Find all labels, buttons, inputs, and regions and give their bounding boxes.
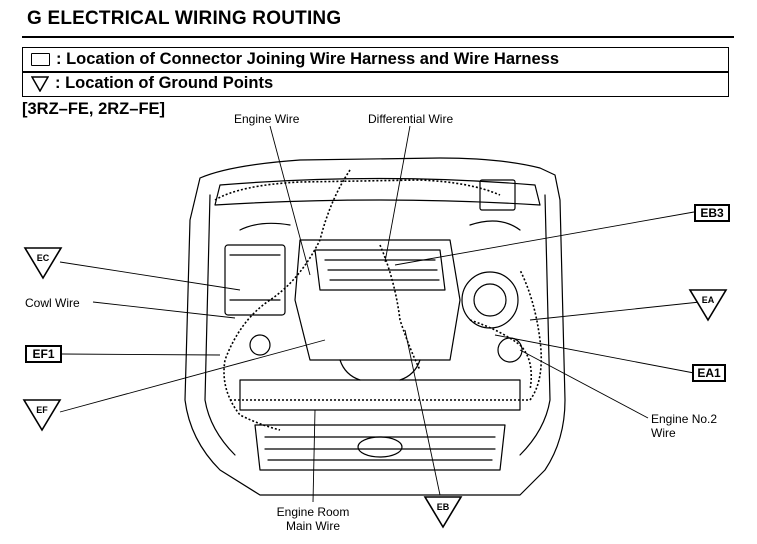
label-cowl-wire: Cowl Wire — [25, 296, 80, 310]
leader-engine-room — [312, 409, 316, 503]
ground-symbol-icon — [31, 75, 49, 92]
leader-eb — [404, 329, 441, 496]
battery — [224, 244, 286, 316]
connector-ef1: EF1 — [25, 345, 62, 363]
fuse-box — [479, 179, 516, 211]
leader-ef — [59, 339, 326, 413]
grille — [254, 424, 506, 471]
ground-triangle-icon — [22, 399, 62, 432]
legend-divider — [23, 71, 728, 73]
ground-triangle-icon — [23, 247, 63, 280]
leader-engine-wire — [269, 125, 311, 276]
connector-symbol-icon — [31, 53, 50, 66]
connector-eb3: EB3 — [694, 204, 730, 222]
ground-point-ea: EA — [688, 288, 728, 322]
ground-point-ef: EF — [22, 398, 62, 432]
valve-cover — [314, 249, 446, 291]
leader-engine-no2 — [519, 349, 649, 419]
ground-triangle-icon — [423, 496, 463, 529]
inner-fender-left — [204, 194, 236, 456]
cowl-panel — [214, 177, 541, 206]
engine-variant-subtitle: [3RZ–FE, 2RZ–FE] — [22, 100, 166, 118]
radiator-support — [239, 379, 521, 411]
title-underline — [22, 36, 734, 38]
engine-no2-wire-harness — [469, 319, 533, 391]
leader-eb3 — [394, 211, 695, 266]
ground-triangle-icon — [688, 289, 728, 322]
legend-connector-text: : Location of Connector Joining Wire Har… — [56, 50, 560, 68]
ground-point-ec: EC — [23, 246, 63, 280]
label-engine-room-main-wire: Engine Room Main Wire — [276, 505, 350, 533]
vehicle-body-outline — [184, 157, 566, 496]
radiator-hose — [339, 359, 421, 381]
leader-differential-wire — [384, 125, 411, 263]
label-engine-no2-wire: Engine No.2 Wire — [651, 412, 718, 440]
engine-block — [294, 239, 461, 361]
leader-ea1 — [494, 334, 695, 374]
legend-ground-row: : Location of Ground Points — [31, 74, 273, 93]
ground-point-eb: EB — [423, 495, 463, 529]
inner-fender-right — [519, 194, 551, 456]
cowl-wire-harness — [214, 179, 501, 201]
leader-ef1 — [61, 353, 221, 356]
leader-cowl-wire — [92, 301, 236, 319]
legend-connector-row: : Location of Connector Joining Wire Har… — [31, 50, 559, 69]
label-engine-wire: Engine Wire — [234, 112, 300, 126]
legend-box: : Location of Connector Joining Wire Har… — [22, 47, 729, 97]
leader-ea — [529, 301, 701, 321]
label-differential-wire: Differential Wire — [368, 112, 454, 126]
leader-ec — [59, 261, 241, 291]
connector-ea1: EA1 — [692, 364, 726, 382]
emblem — [357, 436, 403, 458]
legend-ground-text: : Location of Ground Points — [55, 74, 274, 92]
page-title: G ELECTRICAL WIRING ROUTING — [27, 8, 342, 29]
